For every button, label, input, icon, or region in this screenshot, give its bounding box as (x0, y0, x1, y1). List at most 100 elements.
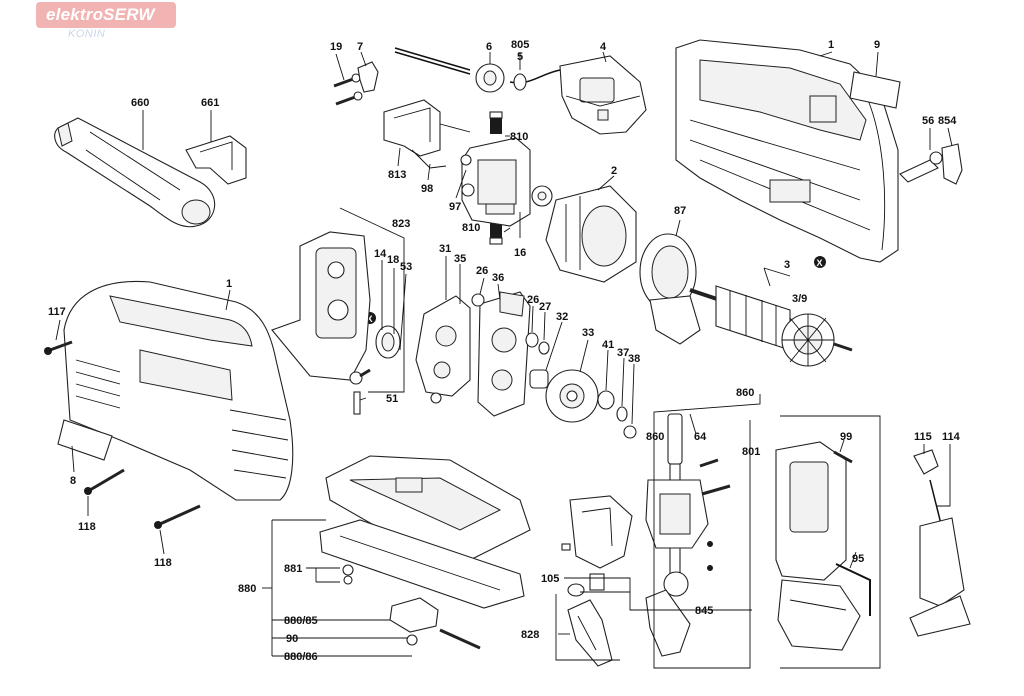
part-810-carbon-brush-bottom (489, 222, 503, 245)
label-8: 8 (70, 475, 76, 487)
label-2: 2 (611, 165, 617, 177)
part-4-switch (559, 55, 647, 135)
label-117: 117 (48, 306, 66, 318)
leader-lines (55, 51, 953, 669)
label-41: 41 (602, 339, 614, 351)
label-828: 828 (521, 629, 539, 641)
label-115: 115 (914, 431, 932, 443)
part-1-housing-right (675, 39, 899, 263)
part-881-screws (342, 564, 354, 585)
label-3: 3 (784, 259, 790, 271)
label-880: 880 (238, 583, 256, 595)
label-90: 90 (286, 633, 298, 645)
label-801: 801 (742, 446, 760, 458)
logo-text: elektroSERW (46, 5, 155, 24)
label-845: 845 (695, 605, 713, 617)
label-51: 51 (386, 393, 398, 405)
label-860-left: 860 (646, 431, 664, 443)
label-880-86: 880/86 (284, 651, 318, 663)
part-35-bolt (430, 392, 442, 404)
label-18: 18 (387, 254, 399, 266)
part-660-dust-adapter (54, 117, 216, 228)
part-53-screw (349, 368, 371, 385)
part-118-screw-bottom (154, 504, 201, 529)
label-31: 31 (439, 243, 451, 255)
part-1-housing-left (63, 280, 294, 501)
label-860-top: 860 (736, 387, 754, 399)
part-860-plunger (645, 413, 709, 597)
part-117-screw (44, 340, 73, 355)
part-810-carbon-brush-top (489, 111, 503, 134)
label-98: 98 (421, 183, 433, 195)
label-880-85: 880/85 (284, 615, 318, 627)
part-19-screws (333, 73, 363, 106)
label-6: 6 (486, 41, 492, 53)
label-854: 854 (938, 115, 957, 127)
part-33-gear-wheel (545, 369, 599, 423)
label-114: 114 (942, 431, 961, 443)
part-16-brush-plate (460, 137, 531, 227)
label-99: 99 (840, 431, 852, 443)
part-64-roller (699, 458, 731, 496)
label-9: 9 (874, 39, 880, 51)
label-33: 33 (582, 327, 594, 339)
label-810-bottom: 810 (462, 222, 480, 234)
part-8-label-plate (57, 419, 113, 461)
label-26-lower: 26 (527, 294, 539, 306)
part-880-base-plate (319, 519, 525, 609)
label-1-top: 1 (828, 39, 834, 51)
label-5: 5 (517, 51, 523, 63)
label-118-left: 118 (78, 521, 96, 533)
label-823: 823 (392, 218, 410, 230)
label-118-bottom: 118 (154, 557, 172, 569)
label-105: 105 (541, 573, 559, 585)
part-845-blade-clamp (645, 541, 713, 657)
label-95: 95 (852, 553, 864, 565)
label-810-top: 810 (510, 131, 528, 143)
part-6-cable-grommet (475, 63, 527, 93)
part-98-wire (411, 149, 447, 169)
label-97: 97 (449, 201, 461, 213)
label-36: 36 (492, 272, 504, 284)
part-base-plate-upper (325, 455, 531, 561)
label-26-upper: 26 (476, 265, 488, 277)
label-805: 805 (511, 39, 529, 51)
part-56-knob (899, 151, 943, 183)
part-7-cable-clamp (357, 61, 379, 93)
label-64: 64 (694, 431, 707, 443)
part-813-brush-holder (383, 99, 471, 157)
part-114-light-assembly (909, 479, 971, 637)
label-1-left: 1 (226, 278, 232, 290)
part-31-gasket (415, 295, 471, 397)
part-854-switch-lever (941, 143, 963, 185)
part-828-lever (567, 599, 613, 667)
label-881: 881 (284, 563, 302, 575)
label-4: 4 (600, 41, 607, 53)
label-660: 660 (131, 97, 149, 109)
part-labels: 19 7 6 805 5 4 1 9 660 661 810 813 98 97… (48, 39, 961, 663)
label-7: 7 (357, 41, 363, 53)
part-armature-bearing (531, 185, 553, 207)
part-9-label-plate (849, 71, 901, 109)
part-87-air-guide-ring (639, 233, 701, 345)
part-41-bearing (597, 390, 615, 410)
part-115-cap (913, 449, 939, 475)
part-105-lever-holder (561, 495, 633, 569)
label-16: 16 (514, 247, 526, 259)
part-3-armature (689, 285, 853, 367)
part-661-clip (185, 135, 247, 185)
part-801-guide-housing (775, 441, 861, 651)
label-38: 38 (628, 353, 640, 365)
svg-text:X: X (367, 314, 373, 324)
part-26-washer (471, 293, 485, 307)
part-105-spring (567, 573, 605, 597)
part-118-screw-left (84, 468, 125, 495)
part-880-85-clamp (389, 597, 439, 633)
part-95-cable (835, 563, 871, 616)
marker-x-right: X (814, 256, 826, 268)
label-19: 19 (330, 41, 342, 53)
part-38-circlip (623, 425, 637, 439)
label-87: 87 (674, 205, 686, 217)
